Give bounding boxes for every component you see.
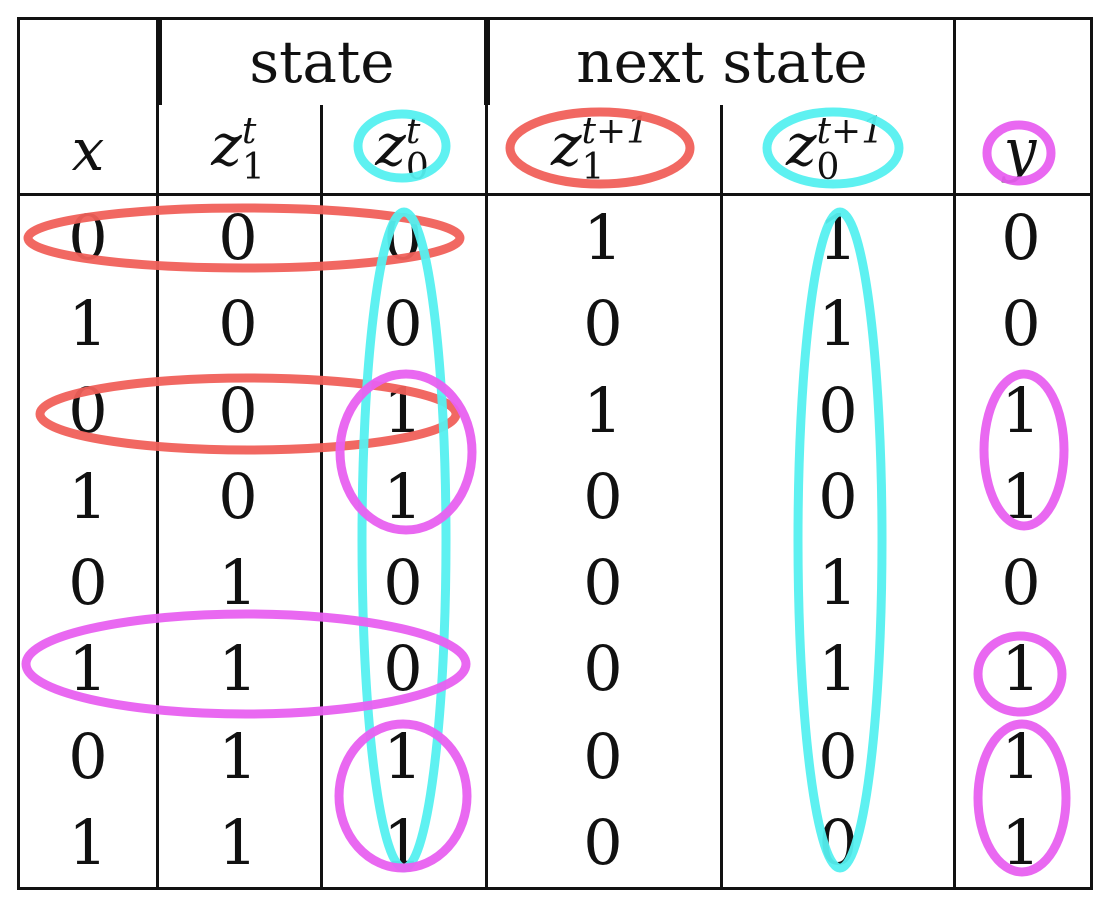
table-cell: 0 (1001, 287, 1041, 360)
next-state-group-header: next state (576, 28, 868, 96)
table-cell: 0 (1001, 546, 1041, 619)
table-cell: 1 (383, 460, 423, 533)
table-cell: 0 (818, 806, 858, 879)
state-group-left-rule (156, 17, 162, 105)
table-cell: 0 (68, 374, 108, 447)
table-cell: 1 (818, 201, 858, 274)
table-cell: 1 (383, 806, 423, 879)
table-cell: 1 (68, 806, 108, 879)
table-cell: 0 (583, 287, 623, 360)
header-separator (17, 193, 1093, 196)
state-group-header: state (249, 28, 395, 96)
table-cell: 0 (218, 460, 258, 533)
table-cell: 1 (583, 201, 623, 274)
column-header-y: y (1003, 116, 1037, 184)
table-cell: 1 (68, 287, 108, 360)
table-cell: 0 (583, 806, 623, 879)
table-cell: 1 (1001, 374, 1041, 447)
table-cell: 1 (383, 374, 423, 447)
table-top-border (17, 17, 1093, 20)
table-cell: 1 (218, 546, 258, 619)
table-cell: 0 (383, 201, 423, 274)
table-cell: 0 (583, 720, 623, 793)
table-cell: 0 (583, 632, 623, 705)
column-rule-5 (953, 17, 956, 890)
table-cell: 1 (68, 460, 108, 533)
table-cell: 1 (383, 720, 423, 793)
table-cell: 1 (218, 632, 258, 705)
table-bottom-border (17, 887, 1093, 890)
table-cell: 0 (818, 374, 858, 447)
table-cell: 0 (218, 374, 258, 447)
table-cell: 0 (218, 287, 258, 360)
table-cell: 0 (818, 720, 858, 793)
column-rule-1 (156, 105, 159, 890)
table-cell: 1 (818, 546, 858, 619)
table-right-border (1090, 17, 1093, 890)
table-cell: 1 (818, 287, 858, 360)
table-cell: 1 (218, 806, 258, 879)
column-rule-4 (720, 105, 723, 890)
column-rule-3 (485, 105, 488, 890)
table-cell: 0 (583, 546, 623, 619)
table-cell: 0 (68, 546, 108, 619)
column-header-x: x (71, 116, 105, 184)
table-cell: 0 (68, 720, 108, 793)
table-cell: 0 (383, 546, 423, 619)
table-cell: 0 (1001, 201, 1041, 274)
table-cell: 0 (583, 460, 623, 533)
table-cell: 1 (1001, 806, 1041, 879)
table-cell: 0 (383, 287, 423, 360)
table-left-border (17, 17, 20, 890)
table-cell: 0 (218, 201, 258, 274)
table-cell: 0 (818, 460, 858, 533)
next-state-group-left-rule (484, 17, 490, 105)
table-cell: 1 (1001, 632, 1041, 705)
table-cell: 1 (218, 720, 258, 793)
table-cell: 0 (383, 632, 423, 705)
column-rule-2 (320, 105, 323, 890)
table-cell: 1 (1001, 460, 1041, 533)
table-cell: 1 (1001, 720, 1041, 793)
table-cell: 1 (818, 632, 858, 705)
table-cell: 0 (68, 201, 108, 274)
table-cell: 1 (583, 374, 623, 447)
table-cell: 1 (68, 632, 108, 705)
